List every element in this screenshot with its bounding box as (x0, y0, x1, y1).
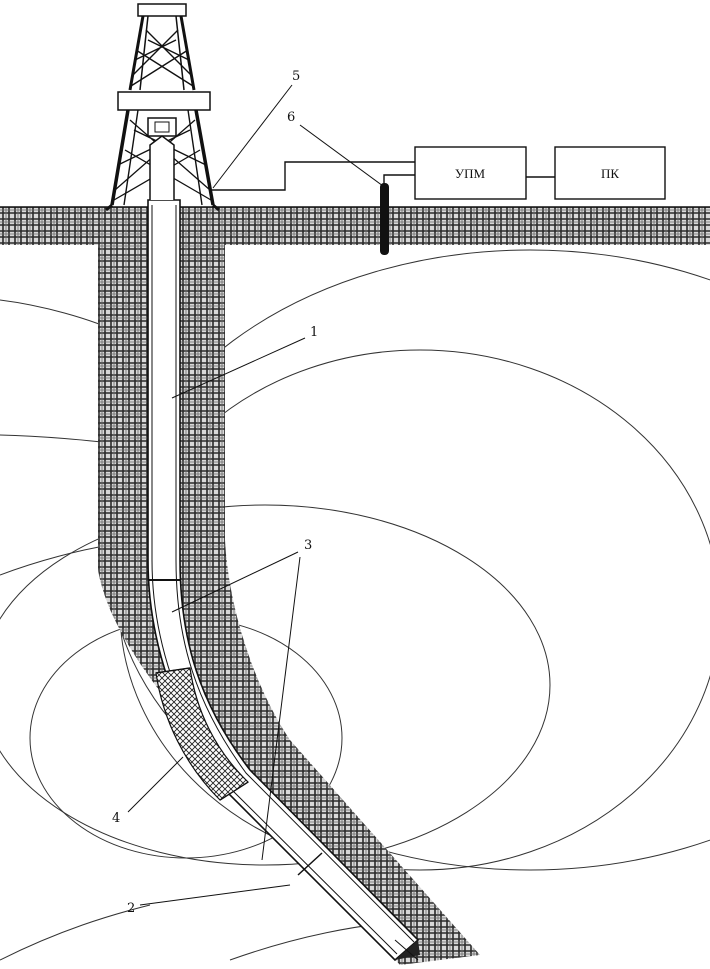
callout-6: 6 (287, 110, 295, 125)
leader-lines (127, 84, 384, 906)
ground-electrode (380, 183, 389, 255)
drill-string (147, 199, 420, 962)
drilling-derrick (105, 3, 220, 212)
callout-2: 2 (127, 901, 135, 916)
callout-5: 5 (292, 69, 300, 84)
callout-3: 3 (304, 538, 312, 553)
callout-4: 4 (112, 811, 120, 826)
pk-block (554, 146, 666, 200)
callout-1: 1 (310, 325, 318, 340)
insulator-section-4 (155, 667, 249, 801)
upm-block-label: УПМ (455, 166, 486, 181)
surface-ground-layer (0, 207, 710, 245)
drill-bit (395, 940, 420, 960)
borehole-rock-zone (98, 245, 480, 965)
pk-block-label: ПК (601, 166, 619, 181)
upm-block (414, 146, 527, 200)
